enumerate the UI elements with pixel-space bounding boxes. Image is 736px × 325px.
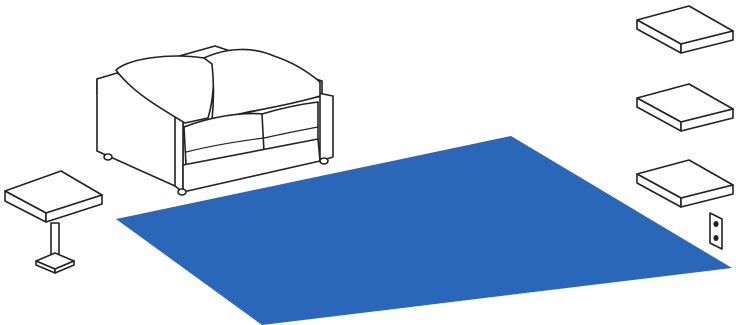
floating-shelf-icon [636, 83, 734, 132]
floating-shelf-3 [636, 159, 734, 208]
floating-shelf-icon [636, 159, 734, 208]
outlet-icon [709, 212, 723, 250]
floating-shelf-icon [636, 5, 734, 54]
side-table [4, 170, 103, 274]
wall-outlet [709, 212, 723, 250]
floating-shelf-1 [636, 5, 734, 54]
floating-shelf-2 [636, 83, 734, 132]
area-rug [116, 136, 732, 325]
loveseat [96, 45, 334, 196]
side-table-icon [4, 170, 103, 274]
loveseat-icon [96, 45, 334, 196]
